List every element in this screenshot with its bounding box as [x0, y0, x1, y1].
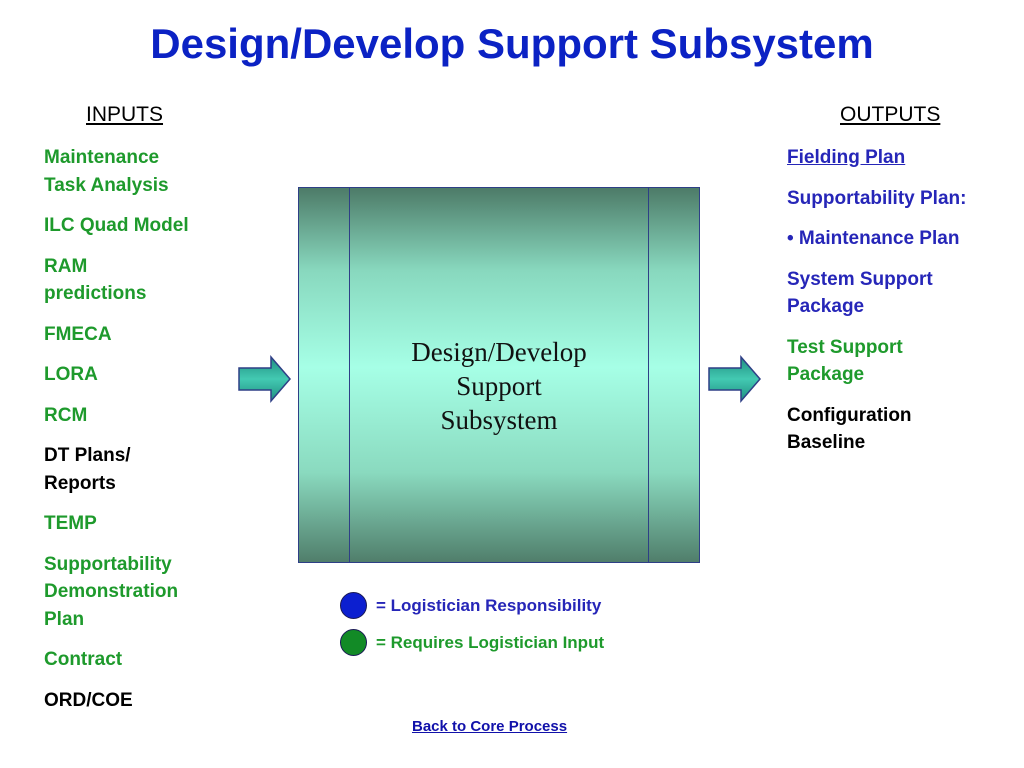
input-item-lora: LORA: [44, 364, 98, 385]
output-item-configuration-baseline: Configuration Baseline: [787, 404, 912, 454]
output-item-fielding-plan-link[interactable]: Fielding Plan: [787, 147, 906, 168]
outputs-heading: OUTPUTS: [840, 103, 941, 126]
subsystem-process-box: Design/Develop Support Subsystem: [298, 187, 700, 563]
input-item-dt-plans-reports: DT Plans/ Reports: [44, 445, 131, 494]
output-item-supportability-plan: Supportability Plan:: [787, 187, 967, 209]
input-item-contract: Contract: [44, 649, 123, 670]
input-arrow-icon: [238, 355, 291, 404]
legend-label: = Requires Logistician Input: [376, 633, 605, 652]
output-item-maintenance-plan: • Maintenance Plan: [787, 228, 960, 249]
back-to-core-process-link[interactable]: Back to Core Process: [412, 718, 568, 735]
inputs-list: Maintenance Task Analysis ILC Quad Model…: [44, 144, 229, 727]
output-arrow-icon: [708, 355, 761, 404]
green-circle-icon: [340, 629, 367, 656]
input-item-temp: TEMP: [44, 513, 97, 534]
process-box-right-band: [648, 188, 699, 562]
output-item-test-support-package: Test Support Package: [787, 336, 903, 386]
inputs-heading: INPUTS: [86, 103, 164, 126]
input-item-ram-predictions: RAM predictions: [44, 255, 147, 305]
input-item-ord-coe: ORD/COE: [44, 689, 133, 711]
page-title: Design/Develop Support Subsystem: [150, 20, 874, 67]
input-item-supportability-demonstration-plan: Supportability Demonstration Plan: [44, 553, 179, 630]
output-item-system-support-package: System Support Package: [787, 268, 933, 318]
process-box-left-band: [299, 188, 350, 562]
blue-circle-icon: [340, 592, 367, 619]
outputs-list: Fielding Plan Supportability Plan: • Mai…: [787, 144, 1017, 470]
legend-label: = Logistician Responsibility: [376, 596, 602, 615]
process-box-label: Design/Develop Support Subsystem: [411, 337, 587, 435]
input-item-fmeca: FMECA: [44, 323, 112, 345]
input-item-ilc-quad-model: ILC Quad Model: [44, 215, 189, 236]
input-item-rcm: RCM: [44, 404, 88, 426]
input-item-maintenance-task-analysis: Maintenance Task Analysis: [44, 147, 169, 196]
